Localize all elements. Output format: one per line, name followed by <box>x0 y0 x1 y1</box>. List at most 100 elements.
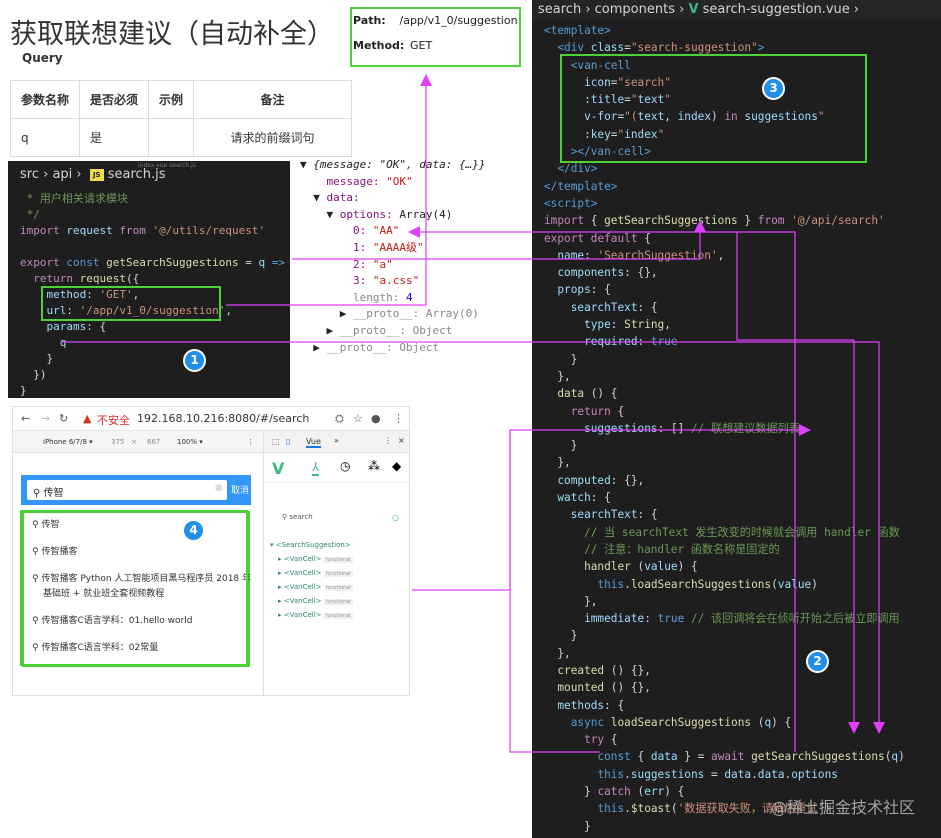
vuex-icon[interactable]: ⁂ <box>368 459 380 473</box>
tree-node-label: <SearchSuggestion> <box>275 541 351 549</box>
expand-triangle-icon[interactable]: ▼ <box>300 158 307 171</box>
path-value: /app/v1_0/suggestion <box>399 14 518 27</box>
tree-node-label: <VanCell> <box>283 569 322 577</box>
breadcrumb-item[interactable]: search <box>538 2 582 17</box>
step-marker: 2 <box>806 650 829 673</box>
tree-node[interactable]: ▸ <VanCell> functional <box>278 555 353 563</box>
suggestion-text: 传智播客C语言学科：02常量 <box>41 643 159 653</box>
arrow-export-to-import <box>292 220 706 260</box>
array-index: 0: <box>352 224 367 238</box>
translate-icon[interactable]: ⛭ <box>335 412 344 425</box>
device-more-icon[interactable]: ⋮ <box>247 438 254 446</box>
proto-entry[interactable]: __proto__: Array(0) <box>353 307 479 321</box>
data-key[interactable]: data: <box>326 191 360 205</box>
table-cell: 是 <box>79 118 150 157</box>
search-icon: ⚲ <box>32 643 39 653</box>
search-icon: ⚲ <box>32 574 39 584</box>
arrow-q-to-param <box>62 341 885 734</box>
length-value: 4 <box>405 290 413 304</box>
query-label: Query <box>22 51 63 65</box>
tree-node[interactable]: ▸ <VanCell> functional <box>278 611 353 619</box>
expand-triangle-icon[interactable]: ▶ <box>326 323 334 337</box>
param-table: 参数名称 是否必须 示例 备注 q 是 请求的前缀词句 <box>9 80 353 157</box>
tree-node-label: <VanCell> <box>283 583 322 591</box>
array-index: 2: <box>352 257 367 271</box>
list-item[interactable]: ⚲ 传智 <box>32 517 59 530</box>
history-icon[interactable]: ◷ <box>340 459 351 473</box>
tree-node[interactable]: ▸ <VanCell> functional <box>278 569 353 577</box>
tree-node[interactable]: ▾ <SearchSuggestion> <box>270 541 351 549</box>
breadcrumb-item[interactable]: api <box>52 167 73 182</box>
breadcrumb-item[interactable]: search.js <box>107 167 166 182</box>
search-icon: ⚲ <box>32 616 39 626</box>
array-value: "a.css" <box>372 274 420 288</box>
list-item[interactable]: ⚲ 传智播客C语言学科：01.hello world <box>32 613 192 626</box>
table-cell: q <box>9 118 81 157</box>
array-value: "AAAA级" <box>372 240 424 254</box>
ghost-tabs: index.vue search.js <box>138 162 196 169</box>
forward-icon[interactable]: → <box>41 412 51 425</box>
device-mode-icon[interactable]: ▯ <box>286 437 291 446</box>
cancel-button[interactable]: 取消 <box>231 486 250 496</box>
more-menu-icon[interactable]: ⋮ <box>393 412 404 425</box>
device-toolbar: iPhone 6/7/8 ▾ 375 × 667 100% ▾ ⋮ <box>13 431 263 453</box>
breadcrumb-item[interactable]: search-suggestion.vue <box>702 2 850 17</box>
functional-badge: functional <box>323 585 353 591</box>
js-file-icon: JS <box>89 168 104 181</box>
request-code: * 用户相关请求模块 */ import request from '@/uti… <box>20 192 285 397</box>
proto-entry[interactable]: __proto__: Object <box>326 340 440 354</box>
device-height[interactable]: 667 <box>147 438 161 446</box>
expand-triangle-icon[interactable]: ▶ <box>339 307 347 321</box>
routing-icon[interactable]: ◆ <box>392 459 402 473</box>
more-tabs-icon[interactable]: » <box>334 436 339 445</box>
options-key[interactable]: options: <box>339 207 393 221</box>
expand-triangle-icon[interactable]: ▶ <box>313 340 320 354</box>
reload-icon[interactable]: ↻ <box>59 412 69 425</box>
array-index: 3: <box>352 274 367 288</box>
suggestion-text: 传智播客 <box>41 547 78 557</box>
array-value: "AA" <box>372 224 400 238</box>
inspect-icon[interactable]: ⬚ <box>272 437 280 446</box>
tree-node[interactable]: ▸ <VanCell> functional <box>278 583 353 591</box>
request-config-highlight <box>41 286 221 321</box>
console-root[interactable]: {message: "OK", data: {…}} <box>313 158 486 171</box>
component-filter[interactable]: ⚲ search <box>282 513 313 521</box>
expand-triangle-icon[interactable]: ▼ <box>313 191 320 205</box>
list-item[interactable]: ⚲ 传智播客 Python 人工智能项目黑马程序员 2018 年 <box>32 571 251 584</box>
close-icon[interactable]: × <box>398 436 405 445</box>
device-select[interactable]: iPhone 6/7/8 ▾ <box>43 438 93 446</box>
breadcrumb: search › components › V search-suggestio… <box>532 0 941 20</box>
filter-value: search <box>289 513 313 521</box>
times-icon: × <box>131 438 137 446</box>
breadcrumb-item[interactable]: src <box>20 167 39 182</box>
list-item[interactable]: ⚲ 传智播客C语言学科：02常量 <box>32 640 158 653</box>
list-item[interactable]: ⚲ 传智播客 <box>32 544 77 557</box>
table-header-row: 参数名称 是否必须 示例 备注 <box>9 80 353 119</box>
clear-icon[interactable]: ⊗ <box>214 483 223 494</box>
browser-window: ← → ↻ ▲ 不安全 192.168.10.216:8080/#/search… <box>12 406 410 696</box>
zoom-select[interactable]: 100% ▾ <box>177 438 203 446</box>
functional-badge: functional <box>323 599 353 605</box>
devtools-more-icon[interactable]: ⋮ <box>384 436 392 445</box>
refresh-icon[interactable]: ○ <box>392 513 399 522</box>
back-icon[interactable]: ← <box>21 412 31 425</box>
step-marker: 1 <box>183 349 206 372</box>
tree-node[interactable]: ▸ <VanCell> functional <box>278 597 353 605</box>
search-input-value: 传智 <box>43 488 64 499</box>
device-width[interactable]: 375 <box>111 438 125 446</box>
warning-icon: ▲ <box>83 412 92 425</box>
vue-code-editor: search › components › V search-suggestio… <box>532 0 941 838</box>
search-input[interactable]: ⚲ 传智 ⊗ <box>27 480 227 500</box>
url-input[interactable]: 192.168.10.216:8080/#/search <box>137 412 310 425</box>
proto-entry[interactable]: __proto__: Object <box>339 323 453 337</box>
arrow-config-to-path <box>226 74 432 306</box>
breadcrumb-item[interactable]: components <box>594 2 675 17</box>
tab-vue[interactable]: Vue <box>306 437 321 448</box>
components-icon[interactable]: ⅄ <box>312 460 320 476</box>
bookmark-star-icon[interactable]: ☆ <box>353 412 363 425</box>
expand-triangle-icon[interactable]: ▼ <box>326 207 334 221</box>
functional-badge: functional <box>323 557 353 563</box>
profile-icon[interactable]: ● <box>371 412 381 425</box>
